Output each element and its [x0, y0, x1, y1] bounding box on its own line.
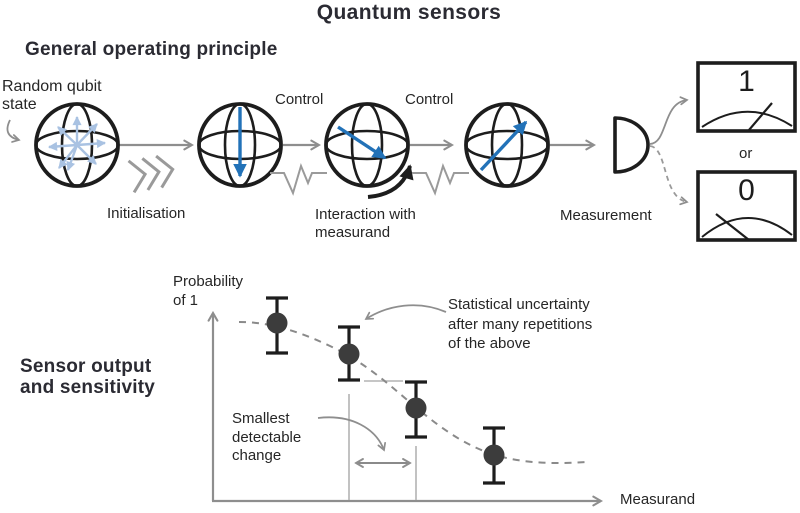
or-label: or [739, 145, 753, 162]
detector-icon [613, 116, 650, 174]
principle-heading: General operating principle [25, 39, 278, 60]
meter-zero-value: 0 [738, 174, 755, 207]
random-state-label: Random qubit state [2, 78, 102, 113]
data-point-2 [338, 343, 360, 365]
control-pulse-icon-2 [412, 162, 469, 196]
control-pulse-icon-1 [270, 162, 327, 196]
state-vector-up-right-icon [479, 120, 528, 172]
bloch-sphere-random-icon [34, 102, 120, 188]
state-vector-diagonal-down-icon [337, 125, 387, 160]
rotation-arrow-icon [367, 164, 414, 199]
branch-arrow-one-icon [649, 100, 687, 145]
x-axis-label: Measurand [620, 491, 696, 508]
meter-one-icon [696, 61, 797, 133]
random-state-arrows-icon [47, 115, 107, 171]
meter-one-value: 1 [738, 65, 755, 98]
control-label-2: Control [405, 91, 454, 108]
bloch-sphere-initialised-icon [197, 102, 283, 188]
data-point-4 [483, 444, 505, 466]
data-point-1 [266, 312, 288, 334]
sensitivity-chart [212, 296, 601, 501]
meter-one-needle-icon [748, 102, 773, 131]
smallest-change-annotation-arrow-icon [317, 416, 384, 450]
smallest-change-annotation: Smallest detectable change [232, 410, 302, 464]
interaction-label: Interaction with measurand [315, 206, 416, 241]
initialisation-chevrons-icon [127, 154, 175, 194]
control-label-1: Control [275, 91, 324, 108]
initialisation-label: Initialisation [107, 205, 186, 222]
sensor-heading: Sensor output and sensitivity [20, 356, 155, 398]
branch-arrow-zero-icon [649, 145, 687, 202]
page-title: Quantum sensors [316, 1, 502, 24]
random-state-pointer-arrow-icon [6, 119, 19, 140]
uncertainty-annotation-arrow-icon [366, 304, 447, 319]
bloch-sphere-rotated-icon [464, 102, 550, 188]
bloch-sphere-tilted-icon [324, 102, 410, 188]
uncertainty-annotation: Statistical uncertainty after many repet… [448, 296, 593, 352]
measurement-label: Measurement [560, 207, 652, 224]
data-point-3 [405, 397, 427, 419]
meter-zero-needle-icon [715, 213, 750, 241]
y-axis-label: Probability of 1 [173, 273, 244, 309]
meter-zero-icon [696, 170, 797, 242]
